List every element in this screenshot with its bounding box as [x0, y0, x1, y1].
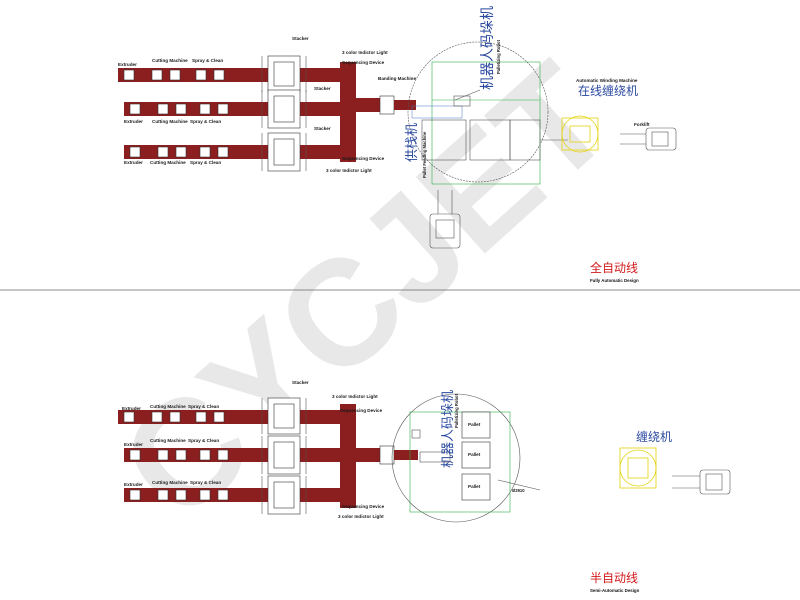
bottom-forklift	[672, 469, 731, 495]
top-spray-label-1: Spray & Clean	[192, 58, 223, 63]
top-pallet-cn-label: 供栈机	[405, 123, 420, 162]
bottom-caption-en: Semi-Automatic Design	[590, 588, 640, 593]
bottom-spray-label-3: Spray & Clean	[190, 480, 221, 485]
bottom-cutting-label-3: Cutting Machine	[152, 480, 188, 485]
top-cutting-label-2: Cutting Machine	[152, 119, 188, 124]
top-cutting-label-1: Cutting Machine	[152, 58, 188, 63]
top-row-2	[124, 89, 340, 129]
bottom-robot-cn-label: 机器人码垛机	[441, 390, 456, 468]
top-spray-label-3: Spray & Clean	[190, 160, 221, 165]
bottom-extruder-label-3: Extruder	[124, 482, 143, 487]
bottom-extruder-label-2: Extruder	[124, 442, 143, 447]
top-forklift-right	[620, 127, 677, 151]
top-stacker-label-3: Stacker	[314, 126, 331, 131]
bottom-sequencing-label-1: Sequencing Device	[340, 408, 383, 413]
bottom-light-label-1: 3 color Indictor Light	[332, 394, 378, 399]
top-spray-label-2: Spray & Clean	[190, 119, 221, 124]
top-row-3	[124, 132, 340, 172]
top-caption-en: Fully Automatic Design	[590, 278, 639, 283]
top-extruder-label-1: Extruder	[118, 62, 137, 67]
bottom-layout: Pallet Pallet Pallet Extruder Cutting Ma…	[118, 380, 731, 593]
top-winding-machine	[561, 115, 599, 153]
bottom-winding-machine	[619, 447, 657, 489]
bottom-pallet-label-2: Pallet	[468, 452, 481, 457]
top-extruder-label-3: Extruder	[124, 160, 143, 165]
top-light-label-2: 3 color Indictor Light	[326, 168, 372, 173]
top-forklift-label: Forklift	[634, 122, 650, 127]
top-sequencing-label-1: Sequencing Device	[342, 60, 385, 65]
top-banding-label: Banding Machine	[378, 76, 416, 81]
bottom-caption-cn: 半自动线	[590, 571, 638, 585]
bottom-winding-cn-label: 缠绕机	[636, 429, 672, 444]
top-row-1	[118, 55, 340, 93]
bottom-pallet-label-1: Pallet	[468, 422, 481, 427]
top-winding-en-label: Automatic Winding Machine	[576, 78, 638, 83]
top-stacker-label-2: Stacker	[314, 86, 331, 91]
top-pallet-en-label: Pallet Feeding Machine	[422, 131, 427, 178]
top-winding-cn-label: 在线缠绕机	[578, 83, 638, 98]
top-layout: Extruder Cutting Machine Spray & Clean E…	[118, 6, 677, 283]
bottom-pallet-label-3: Pallet	[468, 484, 481, 489]
top-robot-en-label: Palletizing Robot	[496, 39, 501, 74]
top-caption-cn: 全自动线	[590, 260, 638, 275]
bottom-row-3	[124, 475, 340, 515]
top-cutting-label-3: Cutting Machine	[150, 160, 186, 165]
bottom-light-label-2: 3 color Indictor Light	[338, 514, 384, 519]
bottom-sequencing-label-2: Sequencing Device	[342, 504, 385, 509]
top-extruder-label-2: Extruder	[124, 119, 143, 124]
bottom-stacker-label: Stacker	[292, 380, 309, 385]
bottom-spray-label-2: Spray & Clean	[188, 438, 219, 443]
bottom-cutting-label-1: Cutting Machine	[150, 404, 186, 409]
bottom-row-1	[118, 397, 340, 435]
top-stacker-label-1: Stacker	[292, 36, 309, 41]
top-robot-cn-label: 机器人码垛机	[480, 6, 496, 90]
top-sequencing-label-2: Sequencing Device	[342, 156, 385, 161]
top-light-label-1: 3 color Indictor Light	[342, 50, 388, 55]
bottom-robot-en-label: Palletizing Robot	[454, 393, 459, 428]
bottom-radius-label: Ø3910	[512, 488, 525, 493]
bottom-cutting-label-2: Cutting Machine	[150, 438, 186, 443]
bottom-extruder-label-1: Extruder	[122, 406, 141, 411]
bottom-spray-label-1: Spray & Clean	[188, 404, 219, 409]
bottom-row-2	[124, 435, 340, 475]
top-forklift-bottom	[429, 190, 461, 249]
